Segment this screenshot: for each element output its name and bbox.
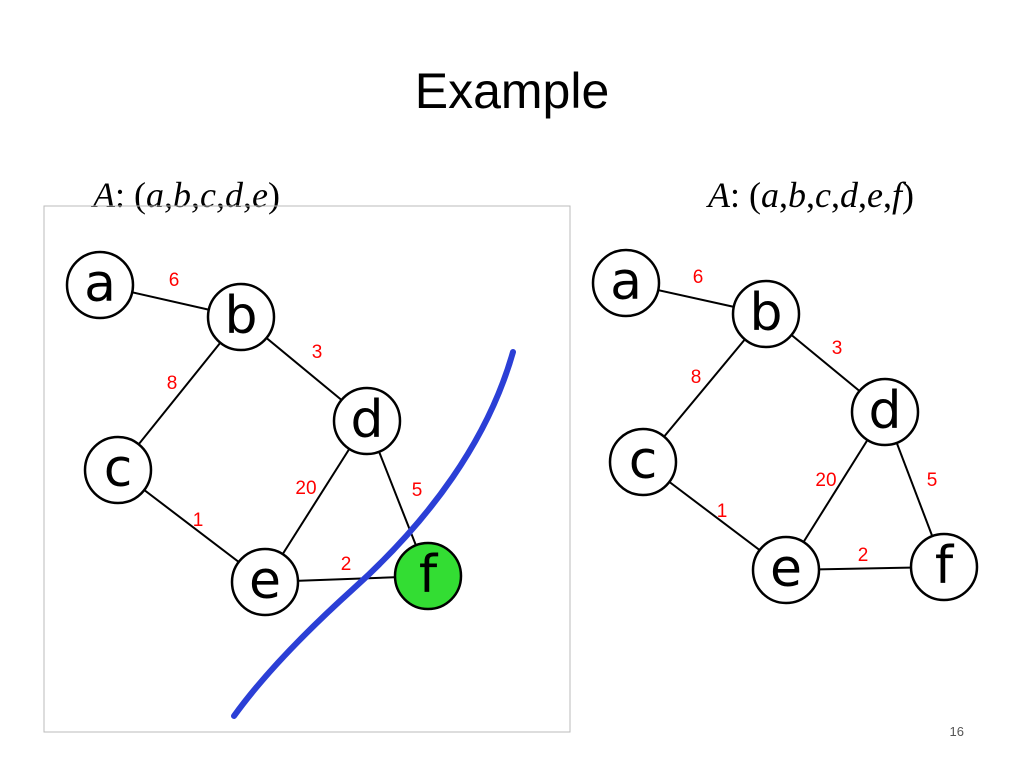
node-label-c: c bbox=[629, 431, 658, 491]
set-member-e: e bbox=[866, 175, 883, 215]
edge-weight-a-b: 6 bbox=[169, 270, 180, 291]
set-member-a: a bbox=[761, 175, 779, 215]
graph-left: 6 8 3 1 20 5 2 a b c d e f bbox=[43, 205, 571, 733]
set-member-d: d bbox=[224, 175, 243, 215]
node-e: e bbox=[751, 535, 821, 605]
edge-weight-d-e: 20 bbox=[815, 470, 836, 491]
node-label-b: b bbox=[224, 286, 257, 346]
node-label-e: e bbox=[770, 539, 802, 599]
node-b: b bbox=[206, 282, 276, 352]
set-member-a: a bbox=[146, 175, 164, 215]
node-e: e bbox=[230, 547, 300, 617]
node-circle-e bbox=[751, 535, 821, 605]
cut-line bbox=[231, 349, 516, 719]
page-number: 16 bbox=[949, 724, 964, 739]
node-circle-d bbox=[850, 377, 920, 447]
node-circle-b bbox=[731, 279, 801, 349]
node-label-a: a bbox=[610, 252, 642, 312]
graph-frame bbox=[43, 205, 571, 733]
node-circle-e bbox=[230, 547, 300, 617]
node-d: d bbox=[332, 386, 402, 456]
node-f: f bbox=[909, 532, 979, 602]
set-name: A bbox=[93, 175, 115, 215]
node-a: a bbox=[65, 250, 135, 320]
edge-weight-a-b: 6 bbox=[693, 267, 704, 288]
node-circle-c bbox=[608, 427, 678, 497]
node-label-f: f bbox=[935, 536, 955, 596]
node-circle-d bbox=[332, 386, 402, 456]
node-circle-a bbox=[65, 250, 135, 320]
node-label-e: e bbox=[249, 551, 281, 611]
node-c: c bbox=[83, 435, 153, 505]
edge-weight-d-f: 5 bbox=[927, 470, 938, 491]
edge-weight-d-f: 5 bbox=[412, 480, 423, 501]
edge-weight-b-c: 8 bbox=[691, 367, 702, 388]
set-member-d: d bbox=[839, 175, 858, 215]
node-d: d bbox=[850, 377, 920, 447]
node-circle-c bbox=[83, 435, 153, 505]
edge-weight-e-f: 2 bbox=[341, 554, 352, 575]
edge-weight-c-e: 1 bbox=[717, 501, 728, 522]
edge-weight-e-f: 2 bbox=[858, 545, 869, 566]
node-circle-f bbox=[909, 532, 979, 602]
node-circle-f bbox=[393, 541, 463, 611]
node-label-a: a bbox=[84, 254, 116, 314]
set-member-b: b bbox=[788, 175, 806, 215]
set-member-f: f bbox=[891, 175, 902, 215]
node-f: f bbox=[393, 541, 463, 611]
node-circle-a bbox=[591, 248, 661, 318]
edge-weight-c-e: 1 bbox=[193, 510, 204, 531]
node-b: b bbox=[731, 279, 801, 349]
edge-weight-b-d: 3 bbox=[832, 338, 843, 359]
edge-weight-b-d: 3 bbox=[312, 342, 323, 363]
graph-right: 6 8 3 1 20 5 2 a b c d e f bbox=[591, 248, 979, 605]
slide-title: Example bbox=[414, 63, 610, 119]
edge-weight-d-e: 20 bbox=[295, 478, 316, 499]
set-label-right: A: (a,b,c,d,e,f) bbox=[708, 175, 914, 215]
node-label-f: f bbox=[419, 545, 439, 605]
set-member-c: c bbox=[200, 175, 216, 215]
set-label-left: A: (a,b,c,d,e) bbox=[93, 175, 280, 215]
edge-weight-b-c: 8 bbox=[167, 373, 178, 394]
set-member-b: b bbox=[173, 175, 191, 215]
set-name: A bbox=[708, 175, 730, 215]
node-label-b: b bbox=[749, 283, 782, 343]
set-member-c: c bbox=[815, 175, 831, 215]
node-label-c: c bbox=[104, 439, 133, 499]
node-label-d: d bbox=[868, 381, 901, 441]
set-member-e: e bbox=[251, 175, 268, 215]
node-a: a bbox=[591, 248, 661, 318]
node-c: c bbox=[608, 427, 678, 497]
node-circle-b bbox=[206, 282, 276, 352]
node-label-d: d bbox=[350, 390, 383, 450]
